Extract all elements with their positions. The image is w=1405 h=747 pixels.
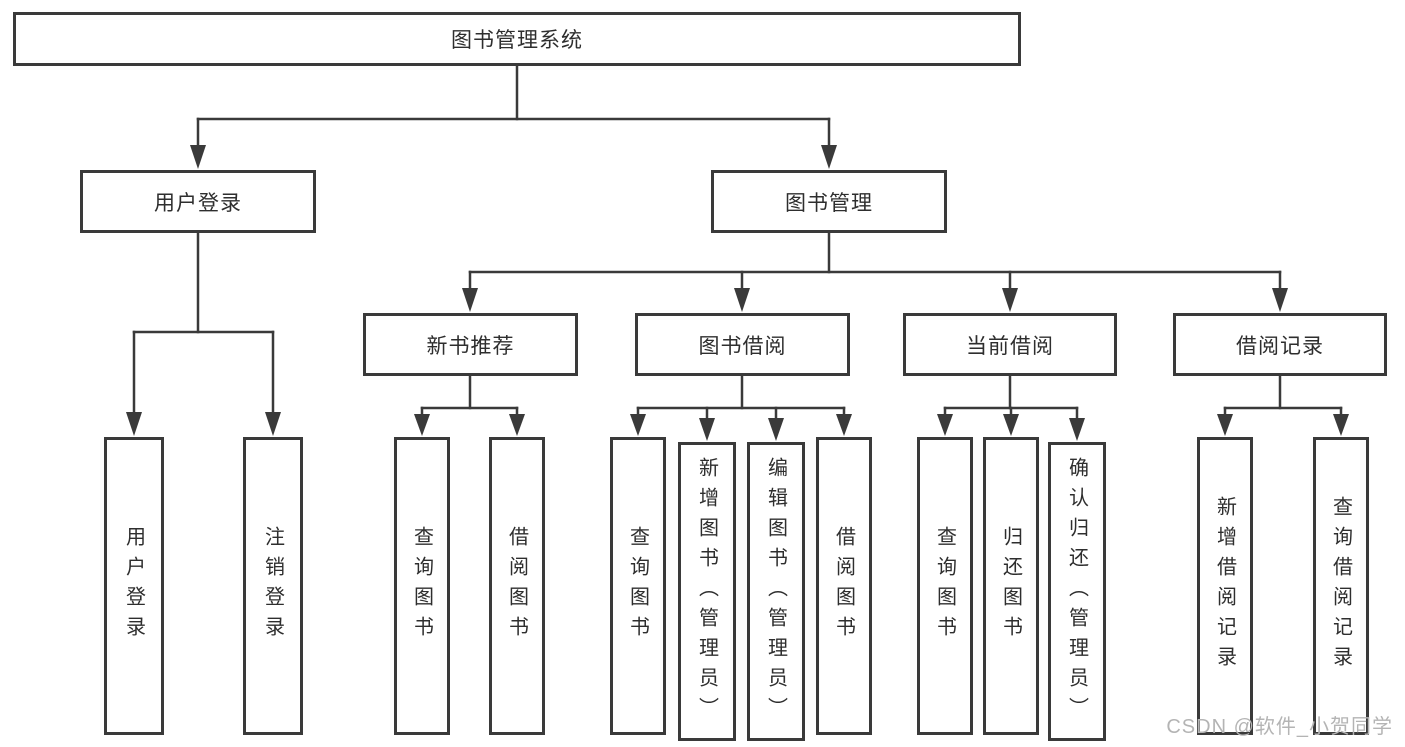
leaf-query-books-2-label: 查询图书 — [626, 526, 649, 646]
node-current-borrow-label: 当前借阅 — [966, 334, 1054, 358]
leaf-add-borrow-record: 新增借阅记录 — [1197, 437, 1253, 735]
node-user-login-label: 用户登录 — [154, 191, 242, 215]
connector-user-login — [126, 231, 281, 436]
leaf-query-books-3-label: 查询图书 — [933, 526, 956, 646]
leaf-query-books-3: 查询图书 — [917, 437, 973, 735]
node-borrow-records-label: 借阅记录 — [1236, 334, 1324, 358]
node-book-management: 图书管理 — [711, 170, 947, 233]
node-new-book-recommend: 新书推荐 — [363, 313, 578, 376]
connector-book-borrow — [630, 374, 852, 441]
node-root-label: 图书管理系统 — [451, 29, 583, 52]
leaf-user-login-label: 用户登录 — [122, 526, 145, 646]
leaf-confirm-return-admin: 确认归还（管理员） — [1048, 442, 1106, 741]
leaf-query-books-1-label: 查询图书 — [410, 526, 433, 646]
leaf-return-books: 归还图书 — [983, 437, 1039, 735]
leaf-borrow-books-1: 借阅图书 — [489, 437, 545, 735]
node-user-login: 用户登录 — [80, 170, 316, 233]
node-current-borrow: 当前借阅 — [903, 313, 1117, 376]
leaf-user-login: 用户登录 — [104, 437, 164, 735]
leaf-return-books-label: 归还图书 — [999, 526, 1022, 646]
connector-current-borrow — [937, 374, 1085, 441]
leaf-edit-books-admin-label: 编辑图书（管理员） — [764, 456, 787, 727]
leaf-borrow-books-2: 借阅图书 — [816, 437, 872, 735]
leaf-confirm-return-admin-label: 确认归还（管理员） — [1065, 456, 1088, 727]
node-new-book-recommend-label: 新书推荐 — [426, 334, 515, 358]
connector-book-management — [462, 231, 1288, 312]
leaf-logout-label: 注销登录 — [261, 526, 284, 646]
node-book-borrow: 图书借阅 — [635, 313, 850, 376]
leaf-query-books-2: 查询图书 — [610, 437, 666, 735]
leaf-query-borrow-record-label: 查询借阅记录 — [1329, 496, 1352, 676]
leaf-add-books-admin: 新增图书（管理员） — [678, 442, 736, 741]
connector-borrow-records — [1217, 374, 1349, 436]
node-book-management-label: 图书管理 — [785, 191, 873, 215]
leaf-borrow-books-2-label: 借阅图书 — [832, 526, 855, 646]
node-root: 图书管理系统 — [13, 12, 1021, 66]
connector-root — [190, 64, 837, 169]
leaf-query-borrow-record: 查询借阅记录 — [1313, 437, 1369, 735]
leaf-add-books-admin-label: 新增图书（管理员） — [695, 456, 718, 727]
connector-new-book — [414, 374, 525, 436]
node-book-borrow-label: 图书借阅 — [698, 334, 787, 358]
csdn-watermark: CSDN @软件_小贺同学 — [1166, 716, 1393, 738]
leaf-query-books-1: 查询图书 — [394, 437, 450, 735]
leaf-add-borrow-record-label: 新增借阅记录 — [1213, 496, 1236, 676]
leaf-edit-books-admin: 编辑图书（管理员） — [747, 442, 805, 741]
leaf-logout: 注销登录 — [243, 437, 303, 735]
node-borrow-records: 借阅记录 — [1173, 313, 1387, 376]
leaf-borrow-books-1-label: 借阅图书 — [505, 526, 528, 646]
